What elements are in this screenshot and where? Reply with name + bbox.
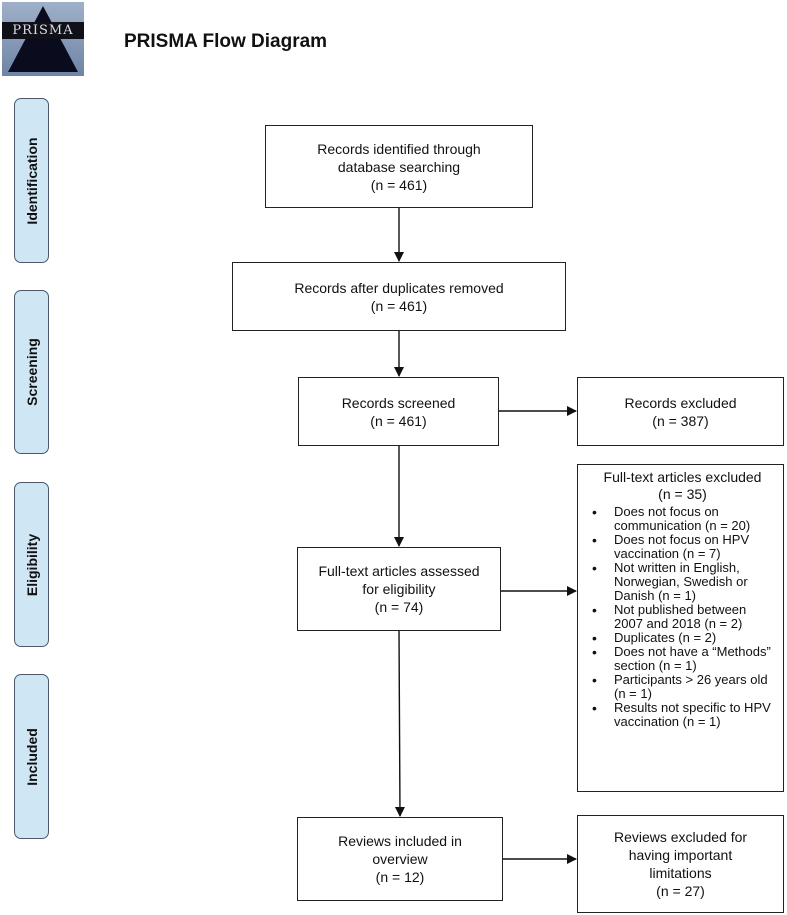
box-after-duplicates-text: Records after duplicates removed <box>294 279 504 296</box>
box-fulltext-assessed-count: (n = 74) <box>374 599 424 615</box>
box-fulltext-assessed: Full-text articles assessed for eligibil… <box>297 547 501 631</box>
exclusion-reason: Does not focus on HPV vaccination (n = 7… <box>588 533 777 561</box>
box-records-identified-text: Records identified through database sear… <box>317 140 481 175</box>
exclusion-reason: Does not focus on communication (n = 20) <box>588 505 777 533</box>
exclusion-reason: Duplicates (n = 2) <box>588 631 777 646</box>
box-records-screened-text: Records screened <box>341 394 456 411</box>
phase-included: Included <box>14 674 49 839</box>
phase-screening: Screening <box>14 290 49 454</box>
box-reviews-included-text: Reviews included in overview <box>338 833 462 867</box>
box-records-excluded-count: (n = 387) <box>652 412 709 429</box>
page-title: PRISMA Flow Diagram <box>124 31 328 52</box>
exclusion-reason: Not written in English, Norwegian, Swedi… <box>588 561 777 603</box>
box-reviews-included: Reviews included in overview (n = 12) <box>297 817 503 901</box>
box-fulltext-assessed-text: Full-text articles assessed for eligibil… <box>318 563 480 597</box>
box-records-identified-count: (n = 461) <box>370 176 428 193</box>
box-reviews-included-count: (n = 12) <box>375 869 425 885</box>
box-reviews-excluded-count: (n = 27) <box>656 883 705 899</box>
logo-triangle <box>8 6 78 72</box>
exclusion-reason: Not published between 2007 and 2018 (n =… <box>588 603 777 631</box>
exclusion-reason: Results not specific to HPV vaccination … <box>588 701 777 729</box>
exclusion-reason: Participants > 26 years old (n = 1) <box>588 673 777 701</box>
box-after-duplicates-count: (n = 461) <box>370 297 428 314</box>
box-reviews-excluded-text: Reviews excluded for having important li… <box>613 829 748 881</box>
box-fulltext-excluded: Full-text articles excluded (n = 35) Doe… <box>577 464 784 792</box>
box-records-screened: Records screened (n = 461) <box>298 377 499 446</box>
box-after-duplicates: Records after duplicates removed (n = 46… <box>232 262 566 331</box>
logo-wordmark: PRISMA <box>2 22 84 39</box>
box-reviews-excluded: Reviews excluded for having important li… <box>577 815 784 913</box>
phase-identification: Identification <box>14 98 49 263</box>
fulltext-excluded-title: Full-text articles excluded <box>603 469 762 485</box>
arrow-fulltext-to-included <box>394 630 405 817</box>
fulltext-excluded-count: (n = 35) <box>658 486 707 502</box>
phase-eligibility: Eligibility <box>14 482 49 647</box>
box-records-excluded-text: Records excluded <box>624 394 737 411</box>
box-records-identified: Records identified through database sear… <box>265 125 533 208</box>
exclusion-reasons-list: Does not focus on communication (n = 20)… <box>588 505 777 729</box>
exclusion-reason: Does not have a “Methods” section (n = 1… <box>588 645 777 673</box>
box-records-screened-count: (n = 461) <box>370 412 427 429</box>
box-records-excluded: Records excluded (n = 387) <box>577 377 784 446</box>
prisma-logo: PRISMA <box>2 2 84 76</box>
